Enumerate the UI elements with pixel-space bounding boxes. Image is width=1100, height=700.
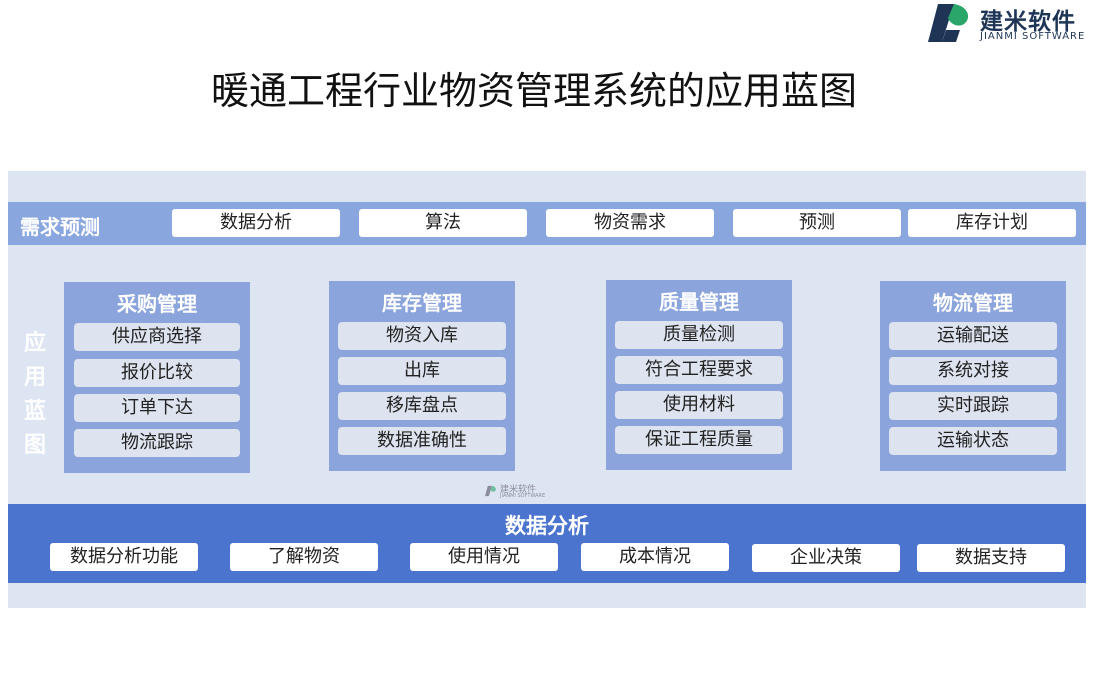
module-title: 物流管理 bbox=[933, 291, 1013, 315]
analysis-item: 数据支持 bbox=[917, 544, 1065, 572]
module-item: 物流跟踪 bbox=[74, 429, 240, 457]
demand-item: 物资需求 bbox=[546, 209, 714, 237]
logo-subtitle: JIANMI SOFTWARE bbox=[980, 31, 1086, 42]
watermark-subtitle: JIANMI SOFTWARE bbox=[500, 493, 546, 499]
analysis-item: 企业决策 bbox=[752, 544, 900, 572]
module-item: 运输配送 bbox=[889, 322, 1057, 350]
demand-item: 数据分析 bbox=[172, 209, 340, 237]
data-analysis-bar: 数据分析 数据分析功能 了解物资 使用情况 成本情况 企业决策 数据支持 bbox=[8, 504, 1086, 583]
analysis-item: 成本情况 bbox=[581, 543, 729, 571]
jianmi-logo-icon bbox=[928, 4, 969, 42]
module-item: 系统对接 bbox=[889, 357, 1057, 385]
module-quality: 质量管理 质量检测 符合工程要求 使用材料 保证工程质量 bbox=[606, 280, 792, 470]
data-analysis-title: 数据分析 bbox=[505, 513, 589, 538]
demand-item: 预测 bbox=[733, 209, 901, 237]
watermark-logo-icon bbox=[485, 485, 496, 497]
module-logistics: 物流管理 运输配送 系统对接 实时跟踪 运输状态 bbox=[880, 281, 1066, 471]
module-item: 订单下达 bbox=[74, 394, 240, 422]
module-item: 实时跟踪 bbox=[889, 392, 1057, 420]
module-item: 保证工程质量 bbox=[615, 426, 783, 454]
module-item: 质量检测 bbox=[615, 321, 783, 349]
brand-logo: 建米软件 JIANMI SOFTWARE bbox=[924, 0, 1100, 46]
demand-forecast-bar: 需求预测 数据分析 算法 物资需求 预测 库存计划 bbox=[8, 202, 1086, 245]
module-item: 移库盘点 bbox=[338, 392, 506, 420]
module-item: 出库 bbox=[338, 357, 506, 385]
module-item: 使用材料 bbox=[615, 391, 783, 419]
module-title: 库存管理 bbox=[382, 291, 462, 315]
analysis-item: 了解物资 bbox=[230, 543, 378, 571]
analysis-item: 使用情况 bbox=[410, 543, 558, 571]
application-blueprint-text: 应用蓝图 bbox=[23, 330, 46, 458]
module-item: 符合工程要求 bbox=[615, 356, 783, 384]
module-item: 运输状态 bbox=[889, 427, 1057, 455]
demand-forecast-label: 需求预测 bbox=[20, 215, 100, 239]
module-procurement: 采购管理 供应商选择 报价比较 订单下达 物流跟踪 bbox=[64, 282, 250, 473]
module-inventory: 库存管理 物资入库 出库 移库盘点 数据准确性 bbox=[329, 281, 515, 471]
demand-item: 算法 bbox=[359, 209, 527, 237]
application-blueprint-label: 应用蓝图 bbox=[20, 326, 50, 462]
watermark: 建米软件 JIANMI SOFTWARE bbox=[484, 482, 564, 500]
analysis-item: 数据分析功能 bbox=[50, 543, 198, 571]
module-item: 供应商选择 bbox=[74, 323, 240, 351]
module-title: 采购管理 bbox=[117, 292, 197, 316]
watermark-name: 建米软件 bbox=[500, 485, 537, 495]
logo-name: 建米软件 bbox=[980, 9, 1076, 35]
module-item: 物资入库 bbox=[338, 322, 506, 350]
demand-item: 库存计划 bbox=[908, 209, 1076, 237]
page-title: 暖通工程行业物资管理系统的应用蓝图 bbox=[210, 69, 857, 113]
module-item: 报价比较 bbox=[74, 359, 240, 387]
module-item: 数据准确性 bbox=[338, 427, 506, 455]
module-title: 质量管理 bbox=[659, 290, 739, 314]
